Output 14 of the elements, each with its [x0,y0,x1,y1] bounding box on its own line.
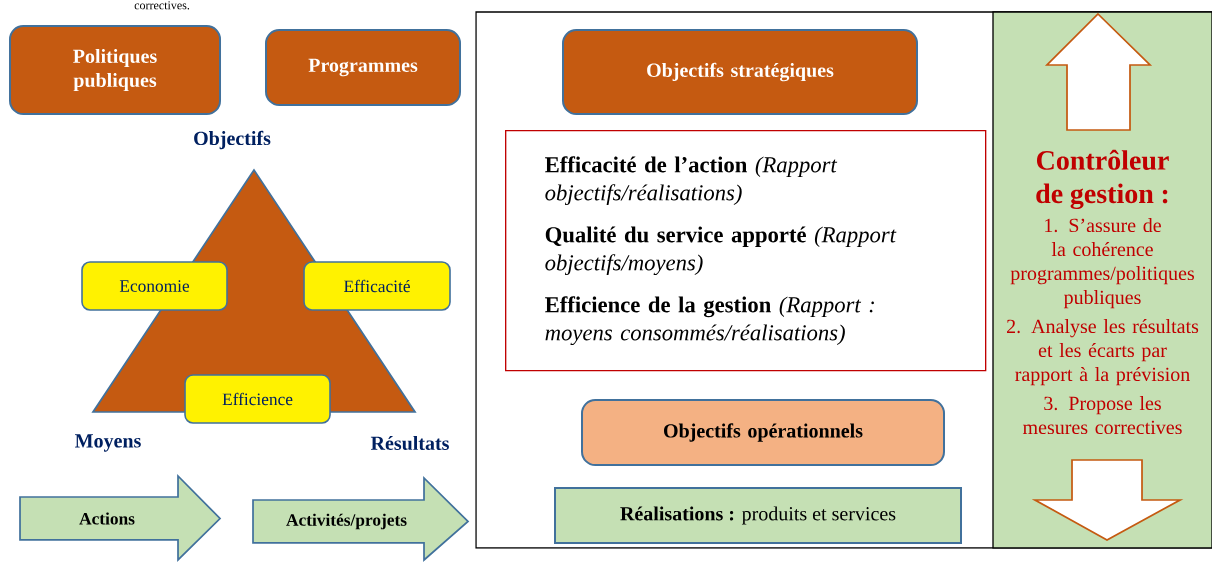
text-box: Efficacité de l’action (Rapport objectifs/réalisations) Qualité du service apporté (Rapport objectifs/moyens) Efficience de la gestion (Rapport : moyens consommés/réalisations) [505,130,987,372]
text-fragment: correctives. [134,1,190,10]
rounded-box: Programmes [265,29,461,106]
corner-label: Moyens [75,434,141,452]
corner-label: Résultats [370,435,449,451]
rounded-box: Economie [81,261,228,311]
rounded-box: Efficience [184,374,331,424]
rounded-box: Efficacité [303,261,451,311]
rounded-box: Politiques publiques [9,25,221,115]
side-column: Contrôleur de gestion : 1. S’assure de la cohérence programmes/politiques publiques 2. Analyse les résultats et les écarts par rapport à la prévision 3. Propose les mesures correctives [992,11,1212,549]
corner-label: Objectifs [194,130,271,150]
rounded-box: Objectifs stratégiques [562,29,918,115]
result-box: Réalisations : produits et services [554,487,962,544]
rounded-box: Objectifs opérationnels [581,399,945,466]
